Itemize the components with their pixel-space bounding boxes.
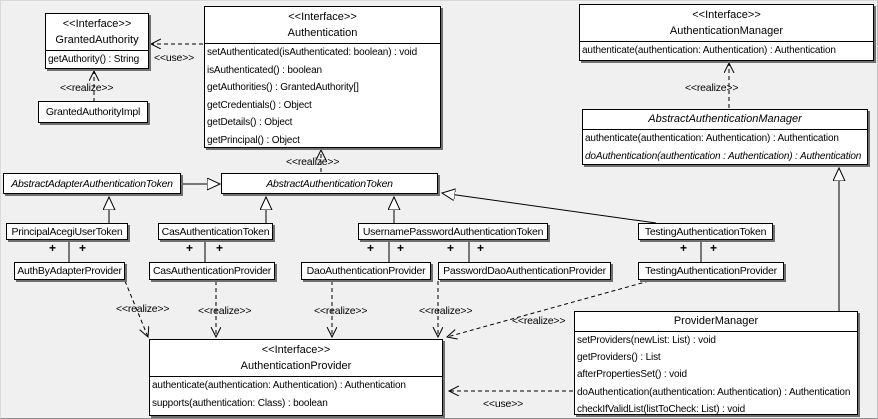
- class-principal-acegi-user-token: PrincipalAcegiUserToken: [6, 223, 128, 240]
- class-testing-authentication-token: TestingAuthenticationToken: [638, 223, 773, 240]
- method: doAuthentication(authentication : Authen…: [585, 150, 862, 162]
- method: getAuthorities() : GrantedAuthority[]: [207, 82, 359, 93]
- class-name: GrantedAuthorityImpl: [45, 106, 141, 118]
- realize-label: <<realize>>: [198, 305, 252, 317]
- method: getPrincipal() : Object: [207, 134, 300, 146]
- realize-label: <<realize>>: [512, 315, 566, 327]
- class-name: Authentication: [287, 27, 358, 39]
- use-label: <<use>>: [154, 52, 195, 64]
- class-abstract-authentication-token: AbstractAuthenticationToken: [221, 173, 438, 194]
- class-name: AbstractAuthenticationToken: [266, 177, 393, 190]
- class-name: AuthByAdapterProvider: [17, 265, 122, 277]
- method: supports(authentication: Class) : boolea…: [152, 397, 328, 409]
- method: getAuthority() : String: [48, 54, 140, 65]
- stereotype-label: <<Interface>>: [288, 11, 357, 23]
- stereotype-label: <<Interface>>: [261, 344, 331, 356]
- realize-label: <<realize>>: [286, 156, 340, 168]
- method: authenticate(authentication: Authenticat…: [152, 380, 406, 391]
- class-name: TestingAuthenticationToken: [644, 225, 767, 238]
- class-header: <<Interface>> GrantedAuthority: [46, 14, 148, 51]
- class-testing-authentication-provider: TestingAuthenticationProvider: [638, 262, 784, 280]
- class-name: AbstractAdapterAuthenticationToken: [11, 177, 173, 190]
- realize-label: <<realize>>: [116, 303, 170, 315]
- class-granted-authority: <<Interface>> GrantedAuthority getAuthor…: [45, 13, 149, 69]
- class-name: AuthenticationProvider: [240, 360, 352, 372]
- class-name: PrincipalAcegiUserToken: [11, 225, 123, 238]
- methods-compartment: authenticate(authentication: Authenticat…: [583, 130, 867, 165]
- method: checkIfValidList(listToCheck: List) : vo…: [577, 403, 746, 415]
- method: authenticate(authentication: Authenticat…: [582, 45, 836, 56]
- class-abstract-adapter-authentication-token: AbstractAdapterAuthenticationToken: [3, 173, 181, 194]
- class-header: <<Interface>> AuthenticationProvider: [150, 340, 442, 377]
- stereotype-label: <<Interface>>: [692, 9, 761, 21]
- class-name: AbstractAuthenticationManager: [648, 113, 802, 125]
- methods-compartment: authenticate(authentication: Authenticat…: [150, 377, 442, 412]
- method: getDetails() : Object: [207, 117, 293, 128]
- multiplicity-plus: +: [710, 241, 718, 255]
- class-name: TestingAuthenticationProvider: [645, 265, 777, 277]
- realize-label: <<realize>>: [60, 82, 114, 94]
- class-abstract-authentication-manager: AbstractAuthenticationManager authentica…: [582, 109, 868, 165]
- multiplicity-plus: +: [216, 241, 224, 255]
- multiplicity-plus: +: [79, 241, 87, 255]
- class-name: CasAuthenticationToken: [161, 225, 270, 238]
- realize-label: <<realize>>: [685, 82, 739, 94]
- realize-label: <<realize>>: [419, 305, 473, 317]
- method: setProviders(newList: List) : void: [577, 335, 716, 346]
- edge-realize-authby-provider: [124, 280, 148, 337]
- use-label: <<use>>: [483, 398, 524, 410]
- methods-compartment: authenticate(authentication: Authenticat…: [580, 42, 873, 60]
- class-name: UsernamePasswordAuthenticationToken: [362, 225, 544, 238]
- class-name: CasAuthenticationProvider: [152, 265, 272, 277]
- class-header: <<Interface>> Authentication: [205, 7, 440, 44]
- class-name: ProviderManager: [673, 315, 759, 327]
- method: getCredentials() : Object: [207, 99, 312, 111]
- class-cas-authentication-provider: CasAuthenticationProvider: [149, 262, 275, 280]
- class-name: AuthenticationManager: [669, 25, 784, 37]
- method: getProviders() : List: [577, 352, 661, 364]
- class-name: PasswordDaoAuthenticationProvider: [443, 265, 606, 277]
- multiplicity-plus: +: [680, 241, 688, 255]
- class-name: DaoAuthenticationProvider: [306, 265, 426, 277]
- class-name: GrantedAuthority: [55, 34, 139, 46]
- method: afterPropertiesSet() : void: [577, 369, 687, 381]
- class-dao-authentication-provider: DaoAuthenticationProvider: [301, 262, 431, 280]
- method: isAuthenticated() : boolean: [207, 64, 322, 76]
- multiplicity-plus: +: [186, 241, 194, 255]
- method: doAuthentication(authentication: Authent…: [577, 386, 851, 398]
- edge-gen-testing-token: [442, 193, 657, 224]
- multiplicity-plus: +: [447, 241, 455, 255]
- class-granted-authority-impl: GrantedAuthorityImpl: [38, 101, 148, 123]
- realize-label: <<realize>>: [314, 305, 368, 317]
- class-header: ProviderManager: [575, 312, 857, 332]
- class-authentication-manager: <<Interface>> AuthenticationManager auth…: [579, 4, 874, 61]
- class-auth-by-adapter-provider: AuthByAdapterProvider: [14, 262, 125, 280]
- methods-compartment: getAuthority() : String: [46, 51, 148, 69]
- class-cas-authentication-token: CasAuthenticationToken: [158, 223, 273, 240]
- class-username-password-authentication-token: UsernamePasswordAuthenticationToken: [358, 223, 548, 240]
- method: setAuthenticated(isAuthenticated: boolea…: [207, 47, 418, 58]
- class-header: AbstractAuthenticationManager: [583, 110, 867, 130]
- stereotype-label: <<Interface>>: [62, 18, 132, 30]
- multiplicity-plus: +: [367, 241, 375, 255]
- method: authenticate(authentication: Authenticat…: [585, 133, 839, 144]
- multiplicity-plus: +: [477, 241, 485, 255]
- class-authentication-provider: <<Interface>> AuthenticationProvider aut…: [149, 339, 443, 416]
- multiplicity-plus: +: [49, 241, 57, 255]
- class-authentication: <<Interface>> Authentication setAuthenti…: [204, 6, 441, 148]
- multiplicity-plus: +: [397, 241, 405, 255]
- methods-compartment: setAuthenticated(isAuthenticated: boolea…: [205, 44, 440, 149]
- methods-compartment: setProviders(newList: List) : void getPr…: [575, 332, 857, 418]
- class-provider-manager: ProviderManager setProviders(newList: Li…: [574, 311, 858, 415]
- class-password-dao-authentication-provider: PasswordDaoAuthenticationProvider: [438, 262, 611, 280]
- class-header: <<Interface>> AuthenticationManager: [580, 5, 873, 42]
